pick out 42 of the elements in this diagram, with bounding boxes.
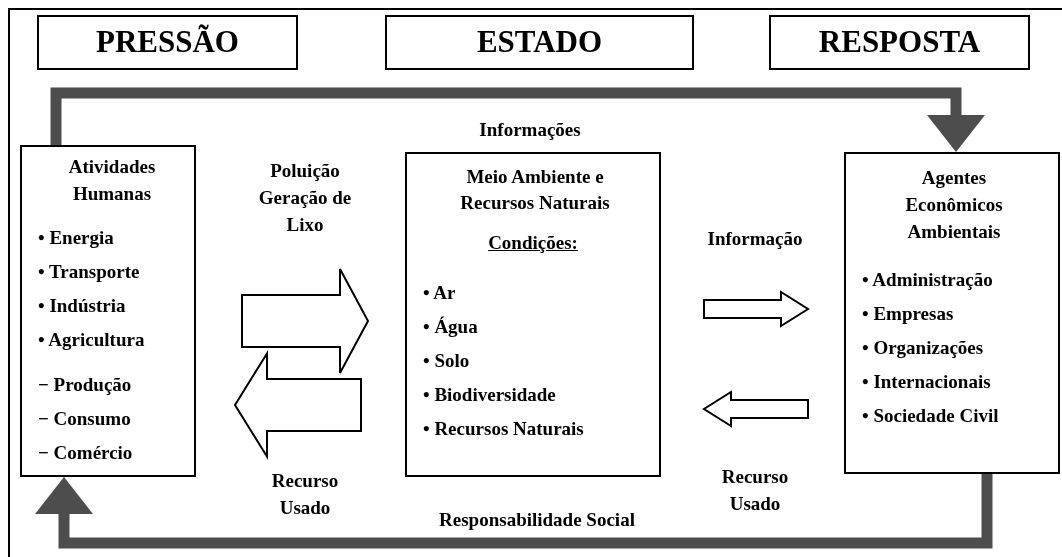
header-box [37, 15, 298, 70]
box-heading: RESPOSTA [818, 23, 981, 62]
block-arrow [702, 390, 809, 428]
edge-label: Recurso Usado [720, 465, 790, 516]
header-box [385, 15, 694, 70]
list-item: • Internacionais [862, 370, 992, 394]
content-box [844, 152, 1060, 474]
box-heading: Meio Ambiente e Recursos Naturais [459, 165, 611, 215]
box-heading: PRESSÃO [96, 23, 239, 62]
box-heading: Atividades Humanas [67, 155, 157, 206]
edge-label: Informações [478, 118, 582, 142]
block-arrow [703, 290, 810, 328]
list-item: • Indústria [38, 294, 127, 318]
box-heading: Agentes Econômicos Ambientais [904, 166, 1004, 244]
list-item: • Administração [862, 268, 994, 292]
list-item: • Empresas [862, 302, 955, 326]
edge-label: Poluição Geração de Lixo [257, 159, 353, 237]
list-item: • Energia [38, 226, 115, 250]
edge-label: Recurso Usado [270, 469, 340, 520]
feedback-arrow [50, 87, 985, 152]
header-box [769, 15, 1030, 70]
edge-label: Responsabilidade Social [438, 508, 636, 532]
list-item: − Comércio [38, 441, 134, 465]
list-item: • Recursos Naturais [423, 417, 585, 441]
list-item: • Ar [423, 281, 457, 305]
feedback-arrow [35, 474, 993, 549]
list-item: • Transporte [38, 260, 141, 284]
block-arrow [233, 350, 362, 460]
box-heading: ESTADO [476, 23, 603, 62]
list-item: • Água [423, 315, 479, 339]
list-item: − Produção [38, 373, 133, 397]
content-box [20, 145, 196, 477]
list-item: − Consumo [38, 407, 132, 431]
list-item: Condições: [487, 231, 579, 255]
edge-label: Informação [706, 227, 804, 251]
list-item: • Agricultura [38, 328, 146, 352]
content-box [405, 152, 661, 477]
block-arrow [241, 268, 370, 374]
list-item: • Biodiversidade [423, 383, 557, 407]
list-item: • Solo [423, 349, 471, 373]
list-item: • Organizações [862, 336, 985, 360]
list-item: • Sociedade Civil [862, 404, 1000, 428]
